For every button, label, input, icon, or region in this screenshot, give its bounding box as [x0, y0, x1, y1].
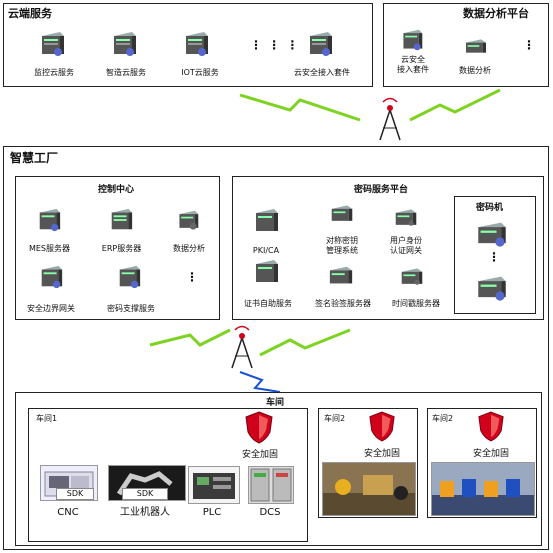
device-label: CNC [57, 507, 79, 518]
analytics-label: 数据分析 [459, 66, 491, 75]
shield-icon [244, 410, 274, 448]
crypto-platform-label: 用户身份 认证网关 [390, 236, 422, 255]
control-center-panel [15, 176, 220, 320]
workshop-3-title: 车间2 [432, 414, 454, 423]
smart-factory-title: 智慧工厂 [10, 151, 59, 165]
wireless-link-icon [239, 93, 361, 122]
workshop-2-title: 车间2 [324, 414, 346, 423]
control-center-label: MES服务器 [28, 244, 71, 253]
service-label: 监控云服务 [34, 68, 74, 77]
wireless-link-icon [259, 328, 351, 357]
server-icon [400, 266, 424, 292]
service-label: 云安全接入套件 [294, 68, 350, 77]
control-center-label: 密码支撑服务 [107, 304, 155, 313]
wireless-link-icon [149, 328, 231, 347]
workshop-1-title: 车间1 [36, 414, 58, 423]
server-icon [464, 36, 488, 60]
server-icon [328, 264, 354, 292]
control-center-label: ERP服务器 [101, 244, 142, 253]
crypto-platform-label: 时间戳服务器 [392, 299, 440, 308]
crypto-platform-label: 对称密钥 管理系统 [326, 236, 358, 255]
analytics-platform-title: 数据分析平台 [463, 7, 529, 20]
plc-image [188, 466, 240, 504]
service-label: IOT云服务 [181, 68, 219, 77]
shield-icon [368, 410, 396, 446]
server-icon [476, 272, 508, 308]
analytics-label: 云安全 接入套件 [397, 55, 429, 74]
server-icon [116, 264, 142, 294]
server-icon [36, 207, 62, 237]
crypto-platform-title: 密码服务平台 [354, 185, 409, 195]
control-center-label: 数据分析 [173, 244, 205, 253]
server-icon [182, 30, 210, 62]
workshop-photo [431, 462, 535, 516]
control-center-label: 安全边界网关 [27, 304, 75, 313]
server-icon [176, 209, 200, 237]
server-icon [476, 218, 508, 254]
workshop-photo [322, 462, 416, 516]
control-center-title: 控制中心 [98, 185, 135, 195]
more-indicator: ⋮ [523, 38, 536, 52]
server-icon [38, 30, 66, 62]
crypto-machine-title: 密码机 [476, 203, 504, 213]
crypto-platform-label: 签名验签服务器 [315, 299, 371, 308]
more-indicator: ⋮ [186, 270, 199, 284]
server-icon [400, 28, 424, 56]
server-icon [38, 264, 64, 294]
wireless-link-icon [409, 88, 501, 122]
dcs-image [248, 466, 294, 504]
smart-factory-panel [3, 146, 549, 550]
antenna-tower-icon [231, 325, 253, 369]
device-label: 工业机器人 [120, 507, 170, 518]
shield-icon [477, 410, 505, 446]
server-icon [330, 203, 354, 229]
crypto-platform-label: 证书自助服务 [244, 299, 292, 308]
device-label: PLC [202, 507, 222, 518]
server-icon [252, 258, 280, 290]
server-icon [394, 207, 418, 233]
device-label: DCS [259, 507, 281, 518]
server-icon [108, 207, 134, 237]
crypto-platform-label: PKI/CA [252, 246, 280, 255]
antenna-tower-icon [379, 97, 401, 141]
sdk-badge: SDK [56, 488, 94, 500]
server-icon [306, 30, 334, 62]
server-icon [252, 207, 280, 239]
workshop-title: 车间 [266, 398, 285, 408]
server-icon [110, 30, 138, 62]
more-indicator: ⋮ ⋮ ⋮ [250, 38, 300, 52]
shield-label: 安全加固 [241, 450, 278, 460]
sdk-badge: SDK [122, 488, 168, 500]
shield-label: 安全加固 [472, 449, 509, 459]
cloud-services-title: 云端服务 [8, 7, 52, 20]
wireless-link-icon [239, 371, 281, 393]
more-indicator: ⋮ [488, 250, 501, 264]
shield-label: 安全加固 [363, 449, 400, 459]
service-label: 智造云服务 [106, 68, 146, 77]
